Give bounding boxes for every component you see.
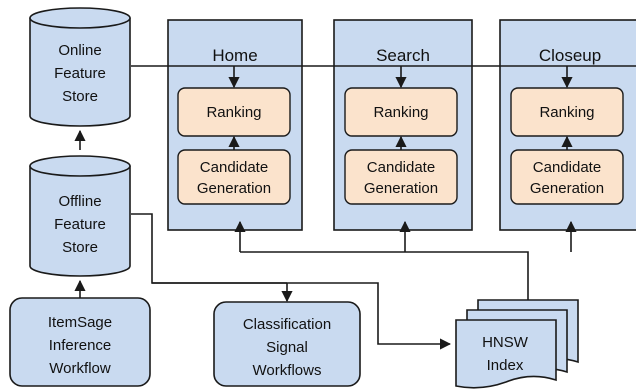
itemsage-label-2: Inference xyxy=(49,337,112,354)
candidate-label-closeup-1: Candidate xyxy=(533,159,601,176)
hnsw-label-1: HNSW xyxy=(482,334,529,351)
classification-workflow-box: Classification Signal Workflows xyxy=(213,301,361,387)
ranking-label-home: Ranking xyxy=(206,104,261,121)
itemsage-label-1: ItemSage xyxy=(48,314,112,331)
offline-store-label-2: Feature xyxy=(54,216,106,233)
offline-feature-store-cylinder: Offline Feature Store xyxy=(29,155,131,277)
itemsage-label-3: Workflow xyxy=(49,360,111,377)
online-store-label-3: Store xyxy=(62,88,98,105)
candidate-label-home-2: Generation xyxy=(197,180,271,197)
offline-store-label-3: Store xyxy=(62,239,98,256)
classification-label-1: Classification xyxy=(243,316,331,333)
candidate-label-search-1: Candidate xyxy=(367,159,435,176)
candidate-label-search-2: Generation xyxy=(364,180,438,197)
index-feed-line xyxy=(240,251,529,300)
ranking-label-closeup: Ranking xyxy=(539,104,594,121)
panel-home-title: Home xyxy=(212,46,257,65)
panel-closeup-title: Closeup xyxy=(539,46,601,65)
offline-store-label-1: Offline xyxy=(58,193,101,210)
hnsw-index-documents: HNSW Index xyxy=(455,299,579,389)
online-store-label-1: Online xyxy=(58,42,101,59)
online-feature-store-cylinder: Online Feature Store xyxy=(29,7,131,127)
candidate-label-closeup-2: Generation xyxy=(530,180,604,197)
panel-search-title: Search xyxy=(376,46,430,65)
classification-label-2: Signal xyxy=(266,339,308,356)
itemsage-workflow-box: ItemSage Inference Workflow xyxy=(9,297,151,387)
candidate-label-home-1: Candidate xyxy=(200,159,268,176)
online-store-label-2: Feature xyxy=(54,65,106,82)
hnsw-label-2: Index xyxy=(487,357,524,374)
ranking-label-search: Ranking xyxy=(373,104,428,121)
classification-label-3: Workflows xyxy=(253,362,322,379)
arrow-offline-hnsw xyxy=(152,282,452,350)
